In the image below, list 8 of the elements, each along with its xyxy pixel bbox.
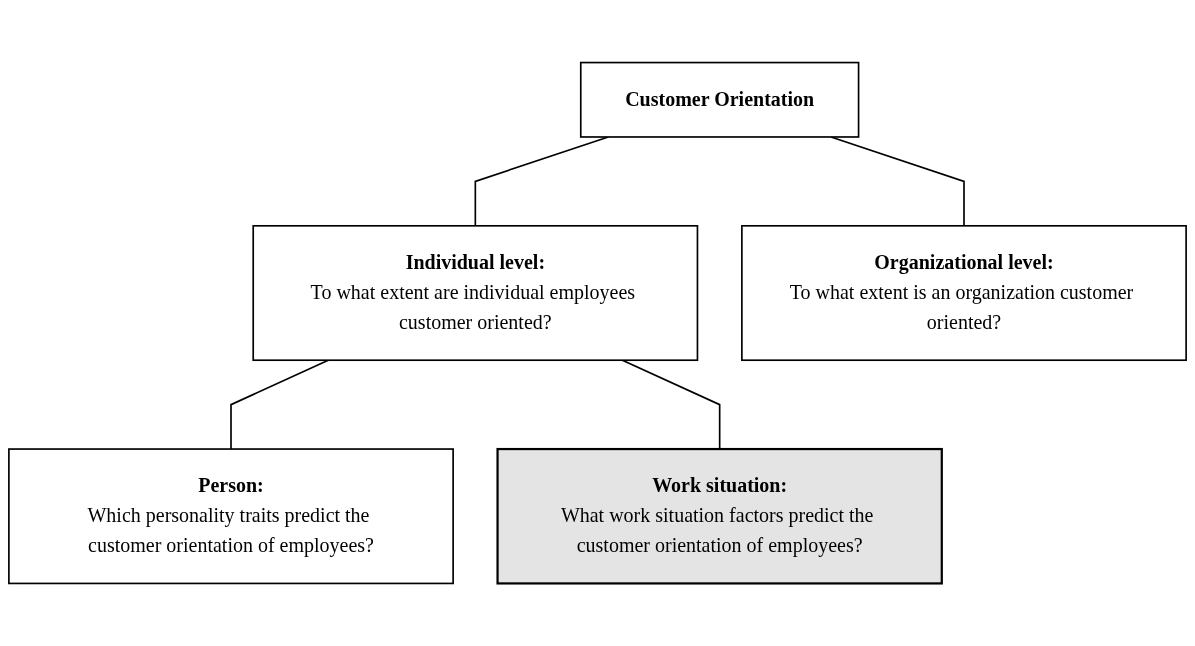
node-box: Work situation: What work situation factors predict the customer orientation of employees?	[496, 447, 943, 585]
node-box: Person: Which personality traits predict the customer orientation of employees?	[8, 448, 454, 585]
connector	[830, 136, 965, 227]
node-box: Customer Orientation	[579, 61, 860, 138]
node-box: Organizational level: To what extent is an organization customer oriented?	[741, 225, 1187, 362]
node-box: Individual level: To what extent are individual employees customer oriented?	[252, 225, 699, 362]
connector	[621, 359, 721, 450]
connector	[230, 359, 330, 450]
